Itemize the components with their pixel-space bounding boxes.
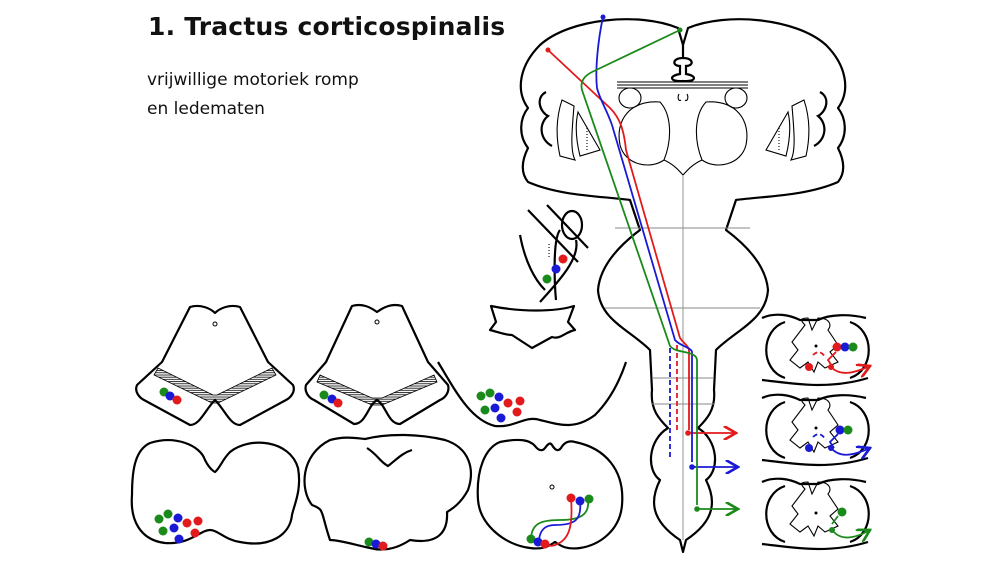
dec-red-dot-bottom <box>540 539 550 549</box>
dec-blue-path <box>538 500 582 541</box>
third-ventricle <box>663 159 703 176</box>
c-dashed <box>812 351 827 359</box>
medulla-section-2 <box>303 433 472 551</box>
pons-section <box>437 361 628 428</box>
capsule-curves <box>518 229 578 303</box>
capsule-green-dot <box>542 274 552 284</box>
grey-matter-l <box>789 481 839 538</box>
subtitle: vrijwillige motoriek romp en ledematen <box>147 66 359 124</box>
subtitle-line-1: vrijwillige motoriek romp <box>147 70 359 90</box>
med1-blue-dot-1 <box>173 513 183 523</box>
right-sylvian-notch <box>813 91 828 147</box>
capsule-edges <box>527 204 589 263</box>
right-lateral-ventricle <box>724 87 748 109</box>
c-output <box>830 366 870 373</box>
capsule-red-dot <box>558 254 568 264</box>
med1-green-dot-1 <box>154 514 164 524</box>
pons-green-dot-2 <box>485 388 495 398</box>
dec-blue-dot-bottom <box>533 537 543 547</box>
dec-green-dot-top <box>584 494 594 504</box>
mb1-blue-dot <box>165 391 175 401</box>
pons-red-dot-2 <box>515 396 525 406</box>
midbrain-section-2 <box>304 303 450 426</box>
pons-green-dot-3 <box>480 405 490 415</box>
med2-red-dot <box>378 541 388 551</box>
peduncle-hatch-2 <box>316 374 438 406</box>
septum <box>671 45 695 83</box>
pons-red-dot-1 <box>503 398 513 408</box>
green-tract-path <box>580 29 698 505</box>
left-sylvian-notch <box>538 91 553 147</box>
page-title: 1. Tractus corticospinalis <box>148 12 506 41</box>
brain-coronal-section <box>519 18 847 554</box>
right-thalamus <box>695 101 748 166</box>
med1-green-dot-3 <box>158 526 168 536</box>
med2-blue-dot <box>371 539 381 549</box>
subtitle-line-2: en ledematen <box>147 99 265 119</box>
midbrain-section-1 <box>135 304 295 427</box>
fornix-left <box>677 93 682 102</box>
left-lentiform-inner <box>575 110 601 157</box>
med1-red-dot-1 <box>182 518 192 528</box>
dec-green-path <box>530 498 590 539</box>
spinal-cord-cervical <box>761 313 870 387</box>
blue-tract-path <box>595 16 693 462</box>
spinal-cord-thoracic <box>761 393 870 467</box>
left-thalamus <box>618 101 671 166</box>
central-canal <box>549 484 555 490</box>
mb2-green-dot <box>319 390 329 400</box>
medulla-decussation-section <box>476 438 624 550</box>
aqueduct-2 <box>374 319 380 325</box>
tegmentum-fragment <box>488 304 577 350</box>
mb1-red-dot <box>172 395 182 405</box>
mb2-red-dot <box>333 398 343 408</box>
med1-red-dot-3 <box>190 528 200 538</box>
medulla-section-1 <box>130 439 301 545</box>
med1-blue-dot-3 <box>174 534 184 544</box>
capsule-nucleus <box>560 209 584 241</box>
left-lateral-ventricle <box>618 87 642 109</box>
pons-blue-dot-2 <box>490 403 500 413</box>
dec-blue-dot-top <box>575 496 585 506</box>
spinal-cord-lumbar <box>761 477 870 551</box>
pons-blue-dot-1 <box>494 392 504 402</box>
right-lentiform-outer <box>789 99 810 161</box>
left-lentiform-outer <box>556 99 577 161</box>
med1-blue-dot-2 <box>169 523 179 533</box>
med1-red-dot-2 <box>193 516 203 526</box>
fornix-right <box>684 93 689 102</box>
dec-green-dot-bottom <box>526 534 536 544</box>
tract-blue <box>595 14 738 470</box>
cc-dot-c <box>814 344 818 348</box>
med1-green-dot-2 <box>163 509 173 519</box>
aqueduct <box>212 321 218 327</box>
med2-green-dot <box>364 537 374 547</box>
cerebral-peduncle-hatch <box>153 367 277 404</box>
internal-capsule-section <box>518 204 589 303</box>
capsule-blue-dot <box>551 264 561 274</box>
dec-red-dot-top <box>566 493 576 503</box>
pons-green-dot-1 <box>476 391 486 401</box>
pons-blue-dot-3 <box>496 413 506 423</box>
right-lentiform-inner <box>765 110 791 157</box>
tract-green <box>580 27 738 512</box>
fourth-ventricle-floor <box>366 447 413 468</box>
pons-red-dot-3 <box>512 407 522 417</box>
